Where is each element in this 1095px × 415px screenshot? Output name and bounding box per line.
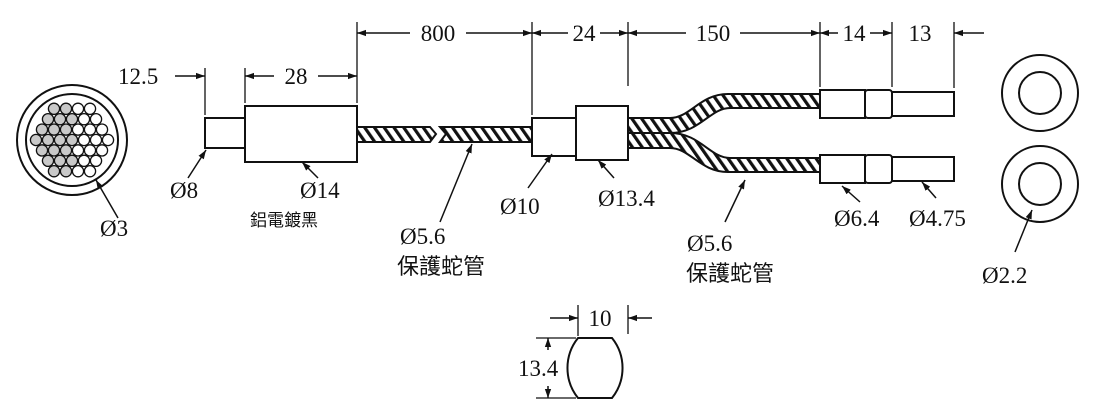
fiber-strands [29, 102, 115, 178]
fiber-strand [47, 123, 61, 136]
protective-tube-left [356, 126, 533, 143]
callout-end-bore: Ø2.2 [982, 263, 1027, 288]
end-view-lower [1001, 145, 1079, 223]
fiber-bundle-section [16, 84, 128, 196]
fiber-strand [59, 102, 73, 116]
dim-28: 28 [285, 64, 308, 89]
collar-upper [864, 89, 893, 119]
callout-housing-finish: 鋁電鍍黑 [250, 210, 318, 231]
callout-sleeve: Ø6.4 [834, 206, 880, 231]
fiber-strand [83, 102, 97, 116]
sleeve-upper [819, 89, 866, 119]
flat-section [566, 337, 624, 399]
fiber-strand [71, 123, 85, 136]
callout-tube-left-name: 保護蛇管 [397, 255, 485, 280]
fiber-strand [53, 133, 67, 147]
callout-splitter-large: Ø13.4 [598, 186, 655, 211]
nozzle [204, 117, 246, 149]
callout-tip: Ø4.75 [909, 206, 966, 231]
callout-tube-right-name: 保護蛇管 [686, 262, 774, 287]
protective-tube-lower [627, 132, 821, 173]
callout-tube-left: Ø5.6 [400, 224, 445, 249]
fiber-strand [35, 123, 49, 136]
dim-12-5: 12.5 [118, 64, 158, 89]
fiber-strand [71, 144, 85, 157]
fiber-strand [83, 123, 97, 136]
fiber-strand [83, 164, 97, 178]
dim-10: 10 [589, 306, 612, 331]
fiber-strand [53, 154, 67, 168]
fiber-strand [41, 154, 55, 168]
tip-lower [891, 156, 955, 182]
callout-fiber-core: Ø3 [100, 216, 128, 241]
fiber-strand [71, 102, 85, 116]
protective-tube-upper [627, 93, 821, 134]
fiber-strand [77, 112, 91, 126]
tip-upper [891, 91, 955, 117]
fiber-strand [71, 164, 85, 178]
dim-14: 14 [843, 21, 867, 46]
fiber-strand [65, 154, 79, 168]
fiber-strand [47, 144, 61, 157]
dim-150: 150 [696, 21, 731, 46]
collar-lower [864, 154, 893, 184]
fiber-strand [53, 112, 67, 126]
fiber-strand [47, 102, 61, 116]
callout-labels: Ø3 Ø8 Ø14 鋁電鍍黑 Ø5.6 保護蛇管 Ø10 Ø13.4 Ø5.6 … [100, 178, 1027, 288]
callout-splitter-small: Ø10 [500, 194, 540, 219]
dim-24: 24 [573, 21, 597, 46]
dim-13: 13 [909, 21, 932, 46]
dim-800: 800 [421, 21, 456, 46]
callout-housing: Ø14 [300, 178, 340, 203]
fiber-strand [89, 154, 103, 168]
dimension-labels: 12.5 28 800 24 150 14 13 10 13.4 [118, 21, 932, 381]
end-view-upper [1001, 54, 1079, 132]
fiber-strand [41, 112, 55, 126]
fiber-strand [65, 133, 79, 147]
fiber-strand [101, 133, 115, 147]
fiber-strand [77, 133, 91, 147]
housing [244, 105, 358, 163]
splitter-large [575, 105, 629, 161]
fiber-strand [95, 123, 109, 136]
sleeve-lower [819, 154, 866, 184]
splitter-small [531, 117, 577, 157]
dim-13-4: 13.4 [518, 356, 559, 381]
fiber-strand [29, 133, 43, 147]
fiber-strand [59, 144, 73, 157]
fiber-strand [59, 123, 73, 136]
fiber-strand [89, 133, 103, 147]
fiber-strand [95, 144, 109, 157]
fiber-strand [59, 164, 73, 178]
fiber-strand [65, 112, 79, 126]
callout-tube-right: Ø5.6 [687, 231, 732, 256]
fiber-strand [47, 164, 61, 178]
fiber-strand [35, 144, 49, 157]
fiber-strand [77, 154, 91, 168]
fiber-strand [41, 133, 55, 147]
callout-nozzle: Ø8 [170, 178, 198, 203]
fiber-strand [89, 112, 103, 126]
fiber-strand [83, 144, 97, 157]
